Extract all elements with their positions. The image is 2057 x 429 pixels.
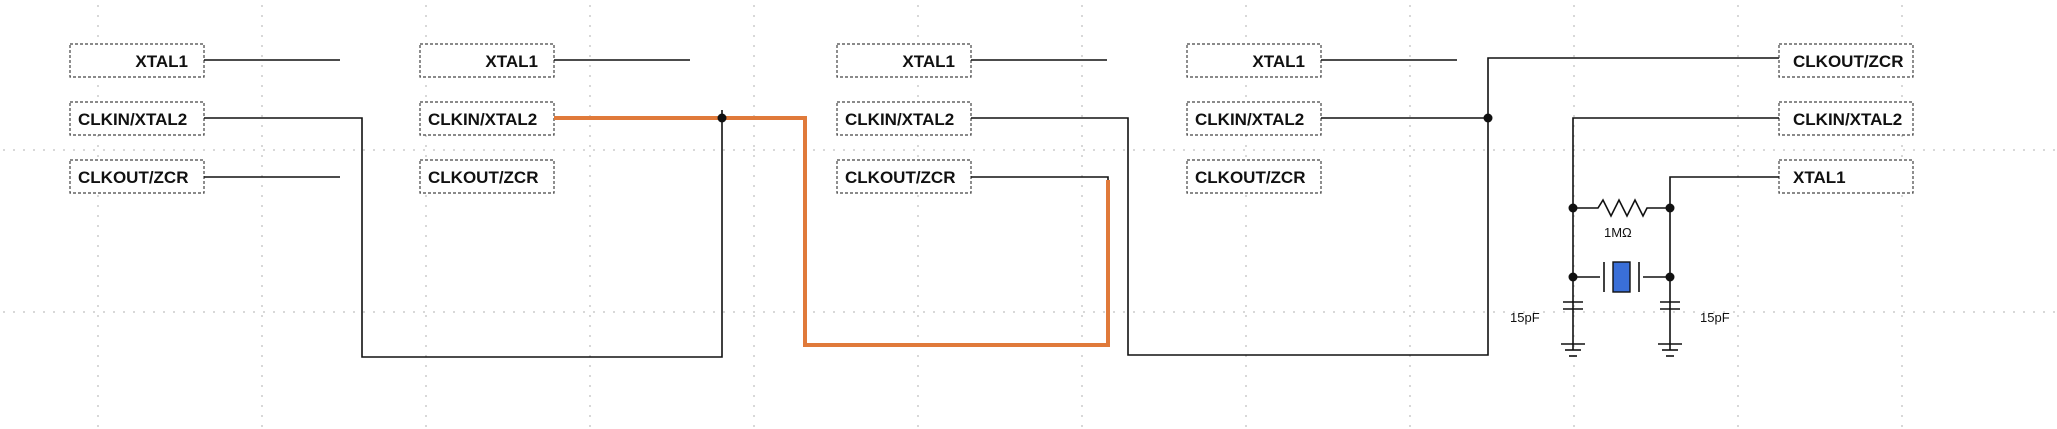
capacitor-left[interactable] <box>1563 301 1583 310</box>
pin-clkout-zcr[interactable]: CLKOUT/ZCR <box>419 159 555 194</box>
pin-clkin-xtal2[interactable]: CLKIN/XTAL2 <box>419 101 555 136</box>
resistor[interactable] <box>1573 198 1670 218</box>
pin-clkout-zcr[interactable]: CLKOUT/ZCR <box>1186 159 1322 194</box>
pin-xtal1[interactable]: XTAL1 <box>419 43 555 78</box>
pin-clkin-xtal2[interactable]: CLKIN/XTAL2 <box>1778 101 1914 136</box>
pin-clkin-xtal2[interactable]: CLKIN/XTAL2 <box>836 101 972 136</box>
highlighted-wire[interactable] <box>554 116 1110 347</box>
pin-xtal1[interactable]: XTAL1 <box>836 43 972 78</box>
crystal-icon[interactable] <box>1573 261 1670 293</box>
ground-icon <box>1561 343 1585 357</box>
pin-clkin-xtal2[interactable]: CLKIN/XTAL2 <box>69 101 205 136</box>
junction-dot <box>1665 272 1675 282</box>
pin-xtal1[interactable]: XTAL1 <box>69 43 205 78</box>
pin-group-1: XTAL1 CLKIN/XTAL2 CLKOUT/ZCR <box>69 43 723 358</box>
svg-text:CLKIN/XTAL2: CLKIN/XTAL2 <box>428 110 537 129</box>
svg-text:XTAL1: XTAL1 <box>135 52 188 71</box>
pin-clkout-zcr[interactable]: CLKOUT/ZCR <box>1778 43 1914 78</box>
svg-text:XTAL1: XTAL1 <box>1793 168 1846 187</box>
svg-text:XTAL1: XTAL1 <box>902 52 955 71</box>
pin-xtal1[interactable]: XTAL1 <box>1186 43 1322 78</box>
junction-dot <box>717 113 727 123</box>
wire-clkout-stub[interactable] <box>971 176 1109 180</box>
cap-right-value: 15pF <box>1700 310 1730 325</box>
svg-text:CLKIN/XTAL2: CLKIN/XTAL2 <box>1793 110 1902 129</box>
svg-text:CLKOUT/ZCR: CLKOUT/ZCR <box>1793 52 1903 71</box>
junction-dot <box>1568 272 1578 282</box>
junction-dot <box>1665 203 1675 213</box>
ground-icon <box>1658 343 1682 357</box>
pin-xtal1[interactable]: XTAL1 <box>1778 159 1914 194</box>
cap-left-value: 15pF <box>1510 310 1540 325</box>
wire-xtal1-osc[interactable] <box>1669 176 1779 350</box>
svg-text:CLKOUT/ZCR: CLKOUT/ZCR <box>78 168 188 187</box>
wire-clkin-route[interactable] <box>204 110 723 358</box>
pin-clkout-zcr[interactable]: CLKOUT/ZCR <box>69 159 205 194</box>
svg-text:CLKOUT/ZCR: CLKOUT/ZCR <box>845 168 955 187</box>
wire-clkout-route[interactable] <box>1487 57 1779 118</box>
svg-text:XTAL1: XTAL1 <box>485 52 538 71</box>
pin-clkin-xtal2[interactable]: CLKIN/XTAL2 <box>1186 101 1322 136</box>
svg-text:CLKIN/XTAL2: CLKIN/XTAL2 <box>78 110 187 129</box>
pin-group-3: XTAL1 CLKIN/XTAL2 CLKOUT/ZCR <box>836 43 1489 356</box>
pin-group-5: CLKOUT/ZCR CLKIN/XTAL2 XTAL1 1MΩ <box>1510 43 1914 357</box>
grid-dots <box>3 5 2055 427</box>
pin-clkout-zcr[interactable]: CLKOUT/ZCR <box>836 159 972 194</box>
svg-text:CLKOUT/ZCR: CLKOUT/ZCR <box>428 168 538 187</box>
svg-text:CLKIN/XTAL2: CLKIN/XTAL2 <box>845 110 954 129</box>
svg-text:XTAL1: XTAL1 <box>1252 52 1305 71</box>
junction-dot <box>1568 203 1578 213</box>
resistor-value: 1MΩ <box>1604 225 1632 240</box>
pin-group-4: XTAL1 CLKIN/XTAL2 CLKOUT/ZCR <box>1186 43 1779 194</box>
svg-text:CLKIN/XTAL2: CLKIN/XTAL2 <box>1195 110 1304 129</box>
svg-text:CLKOUT/ZCR: CLKOUT/ZCR <box>1195 168 1305 187</box>
pin-group-2: XTAL1 CLKIN/XTAL2 CLKOUT/ZCR <box>419 43 1110 347</box>
capacitor-right[interactable] <box>1660 301 1680 310</box>
wire-clkin-route[interactable] <box>971 117 1489 356</box>
junction-dot <box>1483 113 1493 123</box>
